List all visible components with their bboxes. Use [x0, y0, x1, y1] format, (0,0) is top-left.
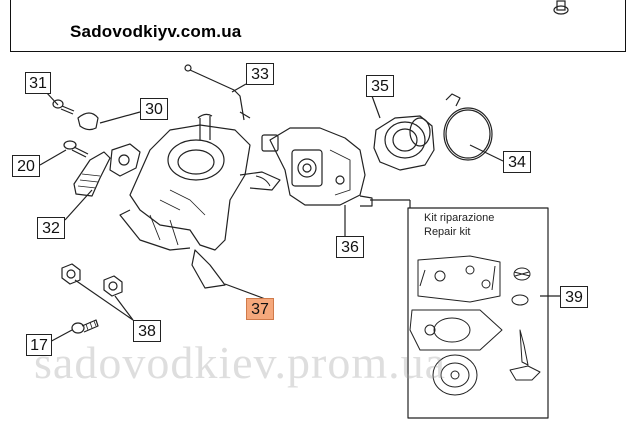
- lever-32-icon: [73, 143, 141, 197]
- callout-34[interactable]: 34: [503, 151, 531, 173]
- leader-37: [224, 283, 269, 301]
- leader-31: [45, 91, 59, 106]
- kit-parts: [409, 255, 541, 396]
- nut-38b-icon: [103, 275, 123, 297]
- clip-30-icon: [77, 112, 99, 131]
- callout-32[interactable]: 32: [37, 217, 65, 239]
- callout-37-highlighted[interactable]: 37: [246, 298, 274, 320]
- callout-17[interactable]: 17: [26, 334, 52, 356]
- callout-30[interactable]: 30: [140, 98, 168, 120]
- callout-31[interactable]: 31: [25, 72, 51, 94]
- leader-35: [371, 95, 381, 119]
- spring-icon: [513, 267, 531, 281]
- leader-30: [99, 111, 141, 124]
- leader-34: [469, 144, 504, 162]
- kit-title-it: Kit riparazione: [424, 212, 495, 224]
- rod-33-icon: [184, 64, 251, 121]
- leader-38a: [74, 279, 134, 321]
- manifold-37-icon: [119, 113, 281, 289]
- kit-title-en: Repair kit: [424, 226, 471, 238]
- clamp-34-icon: [443, 93, 493, 161]
- callout-20[interactable]: 20: [12, 155, 40, 177]
- carburetor-36-icon: [261, 127, 373, 207]
- watermark: sadovodkiev.prom.ua: [34, 337, 447, 388]
- site-header[interactable]: Sadovodkiyv.com.ua: [70, 22, 242, 41]
- callout-39[interactable]: 39: [560, 286, 588, 308]
- leader-38b: [114, 295, 134, 321]
- nut-38a-icon: [61, 263, 81, 285]
- callout-33[interactable]: 33: [246, 63, 274, 85]
- repair-kit-box: [407, 207, 549, 419]
- flange-35-icon: [373, 115, 435, 171]
- callout-36[interactable]: 36: [336, 236, 364, 258]
- lever-icon: [509, 365, 541, 381]
- screw-20-icon: [63, 140, 89, 158]
- bolt-17-icon: [71, 319, 99, 334]
- needle-icon: [519, 329, 529, 366]
- screw-31-icon: [52, 99, 75, 115]
- top-frame: [10, 0, 626, 52]
- screw-icon: [553, 0, 569, 15]
- callout-35[interactable]: 35: [366, 75, 394, 97]
- leader-20: [39, 149, 67, 166]
- callout-38[interactable]: 38: [133, 320, 161, 342]
